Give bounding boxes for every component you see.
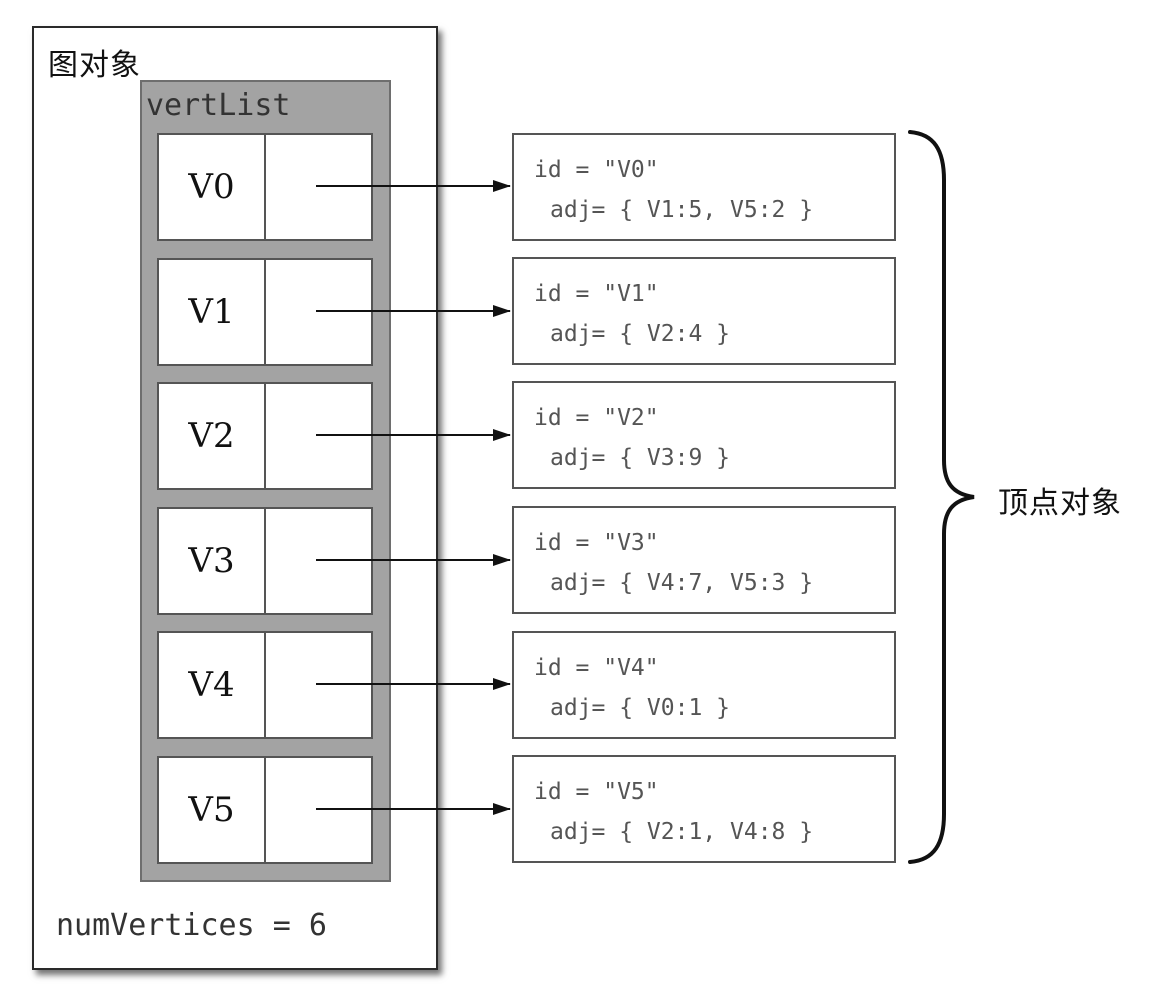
vert-list-slot: V0: [157, 133, 373, 241]
graph-object-title: 图对象: [48, 48, 141, 83]
curly-brace: [908, 130, 975, 864]
vert-list-key: V2: [159, 384, 266, 488]
vertex-adj-text: adj= { V3:9 }: [550, 445, 731, 471]
vert-list-key: V1: [159, 260, 266, 364]
vertex-object-box: id = "V3" adj= { V4:7, V5:3 }: [512, 506, 896, 614]
vertex-adj-text: adj= { V0:1 }: [550, 695, 731, 721]
vertex-id-text: id = "V5": [534, 779, 659, 805]
vertex-adj-text: adj= { V2:4 }: [550, 321, 731, 347]
vert-list-label: vertList: [146, 88, 291, 123]
vert-list-container: vertList V0 V1 V2 V3 V4 V5: [140, 80, 391, 882]
vertex-adj-text: adj= { V4:7, V5:3 }: [550, 570, 814, 596]
vertex-id-text: id = "V3": [534, 530, 659, 556]
vertex-object-box: id = "V5" adj= { V2:1, V4:8 }: [512, 755, 896, 863]
vertex-adj-text: adj= { V1:5, V5:2 }: [550, 197, 814, 223]
vertex-id-text: id = "V0": [534, 157, 659, 183]
vertex-id-text: id = "V1": [534, 281, 659, 307]
vertex-object-box: id = "V0" adj= { V1:5, V5:2 }: [512, 133, 896, 241]
vert-list-key: V5: [159, 758, 266, 862]
vert-list-key: V3: [159, 509, 266, 613]
vert-list-key: V4: [159, 633, 266, 737]
vertex-object-box: id = "V2" adj= { V3:9 }: [512, 381, 896, 489]
vertex-object-box: id = "V4" adj= { V0:1 }: [512, 631, 896, 739]
vertex-id-text: id = "V2": [534, 405, 659, 431]
vertex-object-box: id = "V1" adj= { V2:4 }: [512, 257, 896, 365]
graph-object-box: 图对象 vertList V0 V1 V2 V3 V4 V5 numVertic…: [32, 26, 438, 970]
vertex-adj-text: adj= { V2:1, V4:8 }: [550, 819, 814, 845]
num-vertices-label: numVertices = 6: [56, 908, 327, 943]
vertex-id-text: id = "V4": [534, 655, 659, 681]
vertex-objects-label: 顶点对象: [998, 486, 1122, 521]
vert-list-key: V0: [159, 135, 266, 239]
